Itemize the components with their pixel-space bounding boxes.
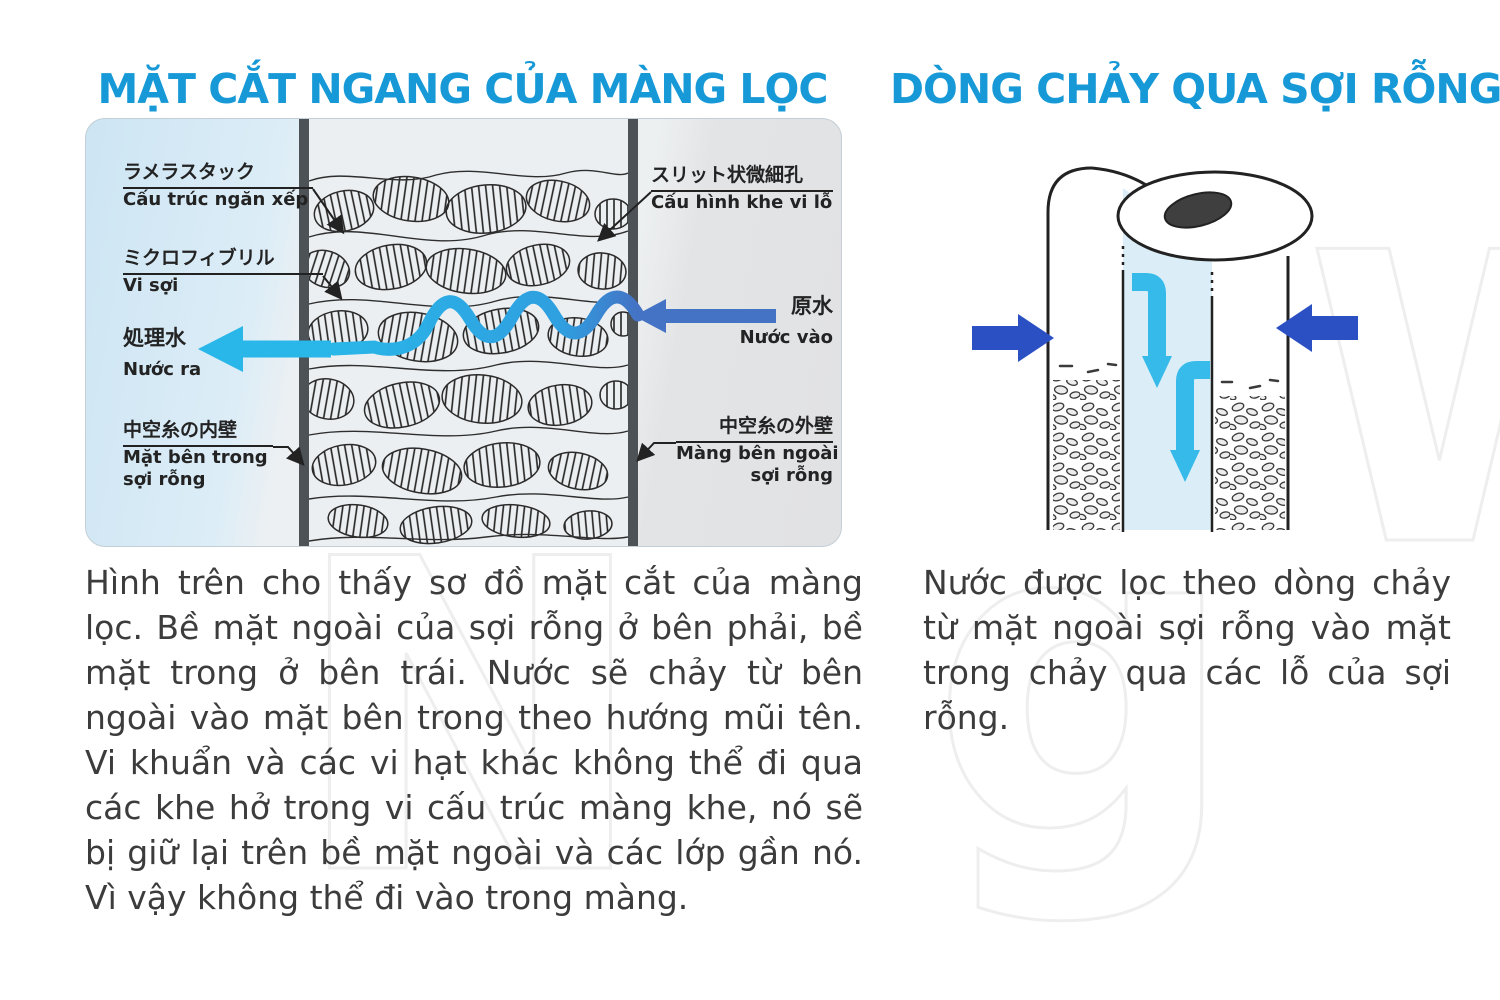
internal-flow-arrow-2 (1170, 361, 1210, 482)
label-inner-wall: 中空糸の内壁 Mặt bên trong sợi rỗng (123, 419, 273, 492)
label-inner-wall-vn1: Mặt bên trong (123, 446, 268, 468)
label-slit-micropore: スリット状微細孔 Cấu hình khe vi lỗ (651, 164, 833, 214)
fiber-inner-edges (1121, 246, 1214, 532)
label-inner-wall-vn2: sợi rỗng (123, 469, 206, 491)
label-raw-water-jp: 原水 (791, 294, 833, 318)
label-slit-micropore-vn: Cấu hình khe vi lỗ (651, 191, 833, 213)
hollow-fiber-graphic (972, 166, 1358, 532)
inner-wall-bar (299, 119, 309, 546)
fiber-left-wall-outline (1046, 166, 1093, 530)
fiber-wall-particles (1053, 362, 1285, 530)
label-lamella-stack-vn: Cấu trúc ngăn xếp (123, 188, 309, 210)
inlet-arrow-right (1276, 304, 1358, 352)
label-outer-wall-vn2: sợi rỗng (750, 465, 833, 487)
label-microfibril-vn: Vi sợi (123, 274, 179, 296)
outer-wall-bar (628, 119, 638, 546)
label-outer-wall-jp: 中空糸の外壁 (676, 415, 833, 443)
label-microfibril: ミクロフィブリル Vi sợi (123, 247, 323, 297)
label-outer-wall-vn1: Màng bên ngoài (676, 442, 839, 464)
microfibril-strands (308, 169, 629, 542)
left-paragraph: Hình trên cho thấy sơ đồ mặt cắt của màn… (85, 563, 863, 917)
left-title: MẶT CẮT NGANG CỦA MÀNG LỌC (97, 65, 829, 114)
label-inner-wall-jp: 中空糸の内壁 (123, 419, 273, 447)
membrane-cross-section-diagram: ラメラスタック Cấu trúc ngăn xếp ミクロフィブリル Vi sợ… (85, 118, 842, 547)
label-outer-wall: 中空糸の外壁 Màng bên ngoài sợi rỗng (676, 415, 839, 488)
lamella-mesh (301, 175, 636, 545)
right-title: DÒNG CHẢY QUA SỢI RỖNG (890, 65, 1500, 114)
label-lamella-stack-jp: ラメラスタック (123, 161, 313, 189)
treated-water-arrow (198, 326, 331, 372)
label-treated-water-jp: 処理水 (123, 326, 186, 350)
hollow-fiber-diagram (960, 130, 1400, 550)
label-microfibril-jp: ミクロフィブリル (123, 247, 323, 275)
fiber-bore-opening (1163, 191, 1233, 229)
label-treated-water-vn: Nước ra (123, 359, 202, 381)
water-flow-wave (327, 290, 645, 356)
leader-lines (273, 188, 676, 467)
inlet-arrow-left (972, 314, 1054, 362)
label-treated-water: 処理水 Nước ra (123, 325, 201, 382)
membrane-diagram-graphic (198, 119, 776, 546)
raw-water-arrow (634, 299, 776, 333)
label-lamella-stack: ラメラスタック Cấu trúc ngăn xếp (123, 161, 313, 211)
internal-flow-arrow-1 (1132, 273, 1172, 388)
label-raw-water-vn: Nước vào (739, 327, 833, 349)
label-slit-micropore-jp: スリット状微細孔 (651, 164, 833, 192)
right-paragraph: Nước được lọc theo dòng chảy từ mặt ngoà… (923, 563, 1451, 737)
label-raw-water: 原水 Nước vào (731, 293, 833, 350)
